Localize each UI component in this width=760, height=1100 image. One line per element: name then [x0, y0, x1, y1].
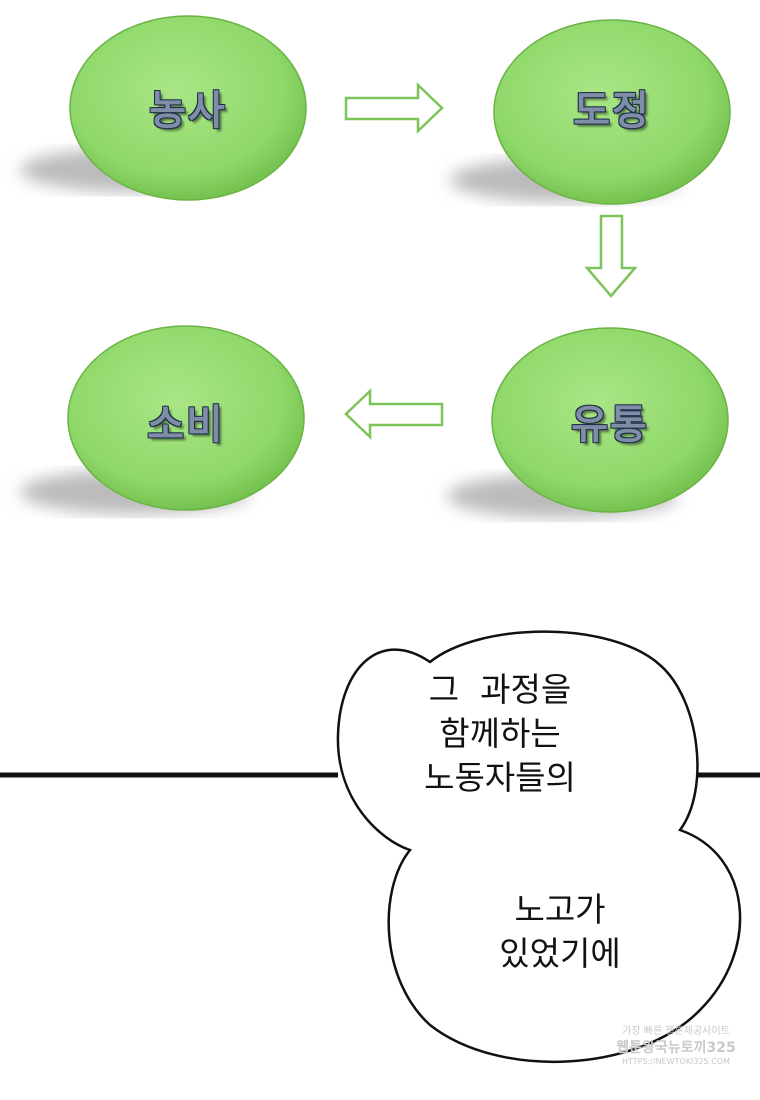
bubble-line: 그 과정을 [428, 670, 572, 709]
bubble-text-bottom: 노고가 있었기에 [460, 888, 660, 976]
node-distribution [491, 327, 729, 513]
node-label-milling: 도정 [573, 88, 651, 134]
arrow-left [344, 388, 444, 440]
node-consumption [67, 325, 305, 511]
node-label-consumption: 소비 [147, 402, 225, 448]
node-label-distribution: 유통 [571, 402, 649, 448]
bubble-line: 함께하는 [439, 714, 561, 753]
node-label-farming: 농사 [149, 88, 227, 134]
node-farming [69, 15, 307, 201]
bubble-line: 노고가 [514, 890, 606, 929]
watermark-line: 웹툰왕국뉴토끼325 [616, 1040, 736, 1056]
watermark: 가장 빠른 웹툰제공사이트 웹툰왕국뉴토끼325 HTTPS://NEWTOKI… [592, 1022, 760, 1066]
watermark-line: HTTPS://NEWTOKI325.COM [622, 1057, 730, 1066]
watermark-line: 가장 빠른 웹툰제공사이트 [622, 1026, 730, 1037]
bubble-line: 노동자들의 [424, 758, 576, 797]
arrow-down [584, 214, 638, 298]
arrow-right [344, 82, 444, 134]
speech-bubble [336, 630, 742, 1064]
bubble-text-top: 그 과정을 함께하는 노동자들의 [380, 668, 620, 800]
bubble-line: 있었기에 [499, 934, 621, 973]
node-milling [493, 19, 731, 205]
